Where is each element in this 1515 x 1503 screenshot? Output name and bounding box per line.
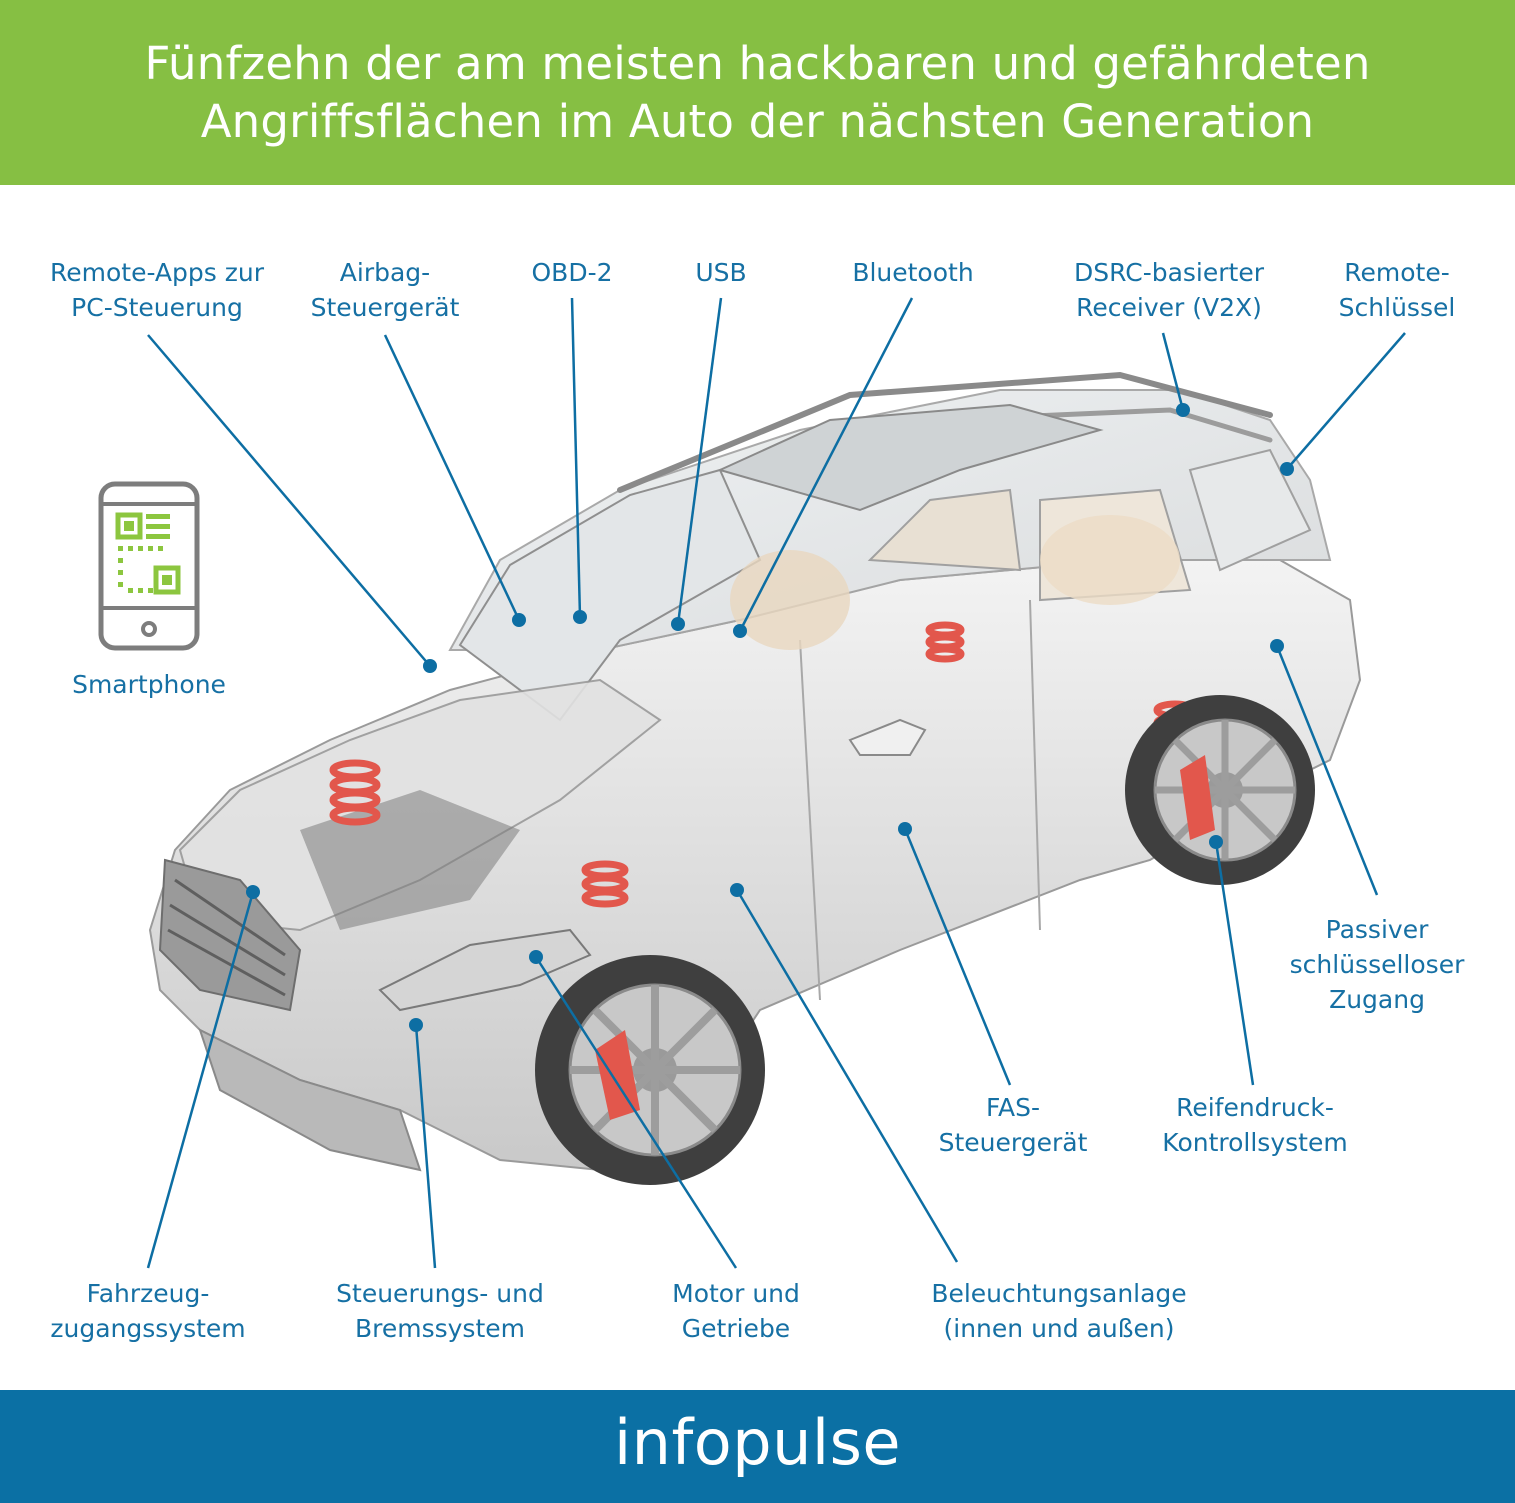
label-remote-key: Remote-Schlüssel <box>1338 258 1456 322</box>
footer-banner: infopulse <box>0 1390 1515 1503</box>
line-airbag <box>383 334 521 621</box>
line-tpms <box>1214 841 1255 1086</box>
leader-dots <box>246 403 1294 1032</box>
label-usb: USB <box>695 258 747 287</box>
line-vehicle-access <box>146 891 255 1269</box>
label-obd2: OBD-2 <box>531 258 613 287</box>
leader-lines <box>146 297 1406 1269</box>
line-dsrc <box>1161 332 1185 411</box>
line-bluetooth <box>738 297 914 632</box>
line-steering-brake <box>414 1024 437 1269</box>
label-bluetooth: Bluetooth <box>852 258 974 287</box>
line-usb <box>676 297 723 625</box>
label-tpms: Reifendruck-Kontrollsystem <box>1162 1093 1348 1157</box>
line-passive-keyless <box>1275 645 1379 896</box>
line-remote-key <box>1286 332 1406 470</box>
title-line-1: Fünfzehn der am meisten hackbaren und ge… <box>144 36 1371 90</box>
title-line-2: Angriffsflächen im Auto der nächsten Gen… <box>200 94 1315 148</box>
car-illustration <box>98 297 1406 1269</box>
line-lighting <box>735 889 959 1263</box>
line-engine <box>534 956 738 1269</box>
label-lighting: Beleuchtungsanlage(innen und außen) <box>931 1279 1187 1343</box>
line-fas <box>903 828 1012 1086</box>
line-remote-apps <box>147 334 431 667</box>
title-banner: Fünfzehn der am meisten hackbaren und ge… <box>0 0 1515 185</box>
label-smartphone: Smartphone <box>72 670 226 699</box>
line-obd2 <box>570 297 582 618</box>
smartphone-icon <box>98 481 200 651</box>
label-airbag: Airbag-Steuergerät <box>310 258 460 322</box>
brand-logo: infopulse <box>613 1406 902 1479</box>
car-body <box>148 371 1362 1185</box>
label-fas: FAS-Steuergerät <box>938 1093 1088 1157</box>
label-vehicle-access: Fahrzeug-zugangssystem <box>50 1279 246 1343</box>
